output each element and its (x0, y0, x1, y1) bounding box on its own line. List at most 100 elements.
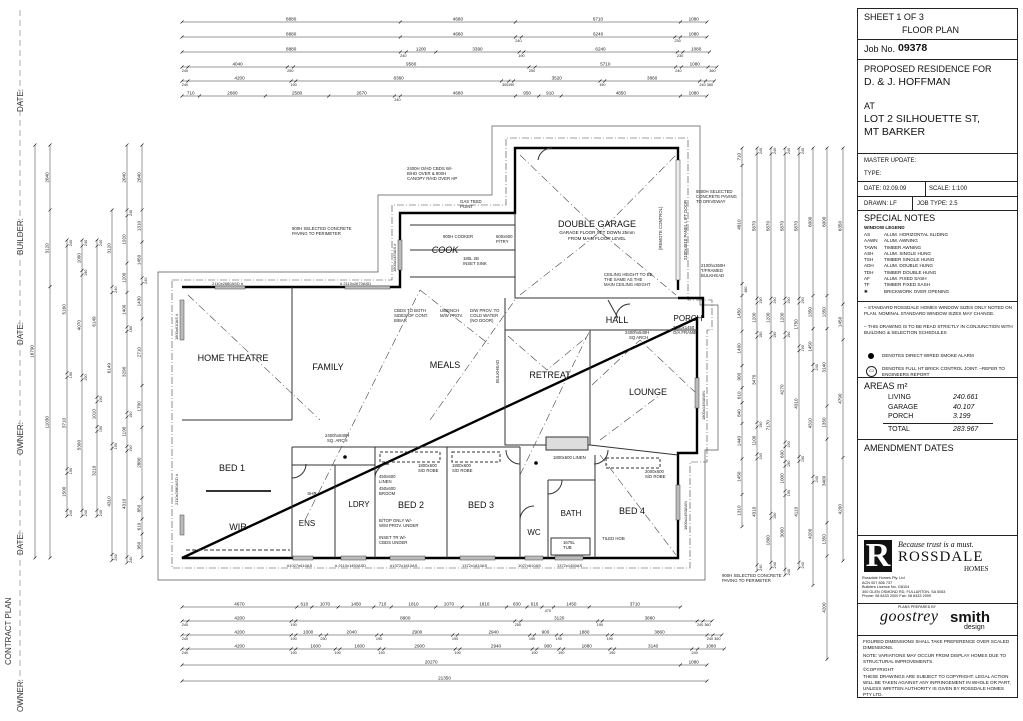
dimension-tick (705, 633, 709, 637)
scale-value: SCALE: 1:100 (929, 186, 968, 192)
dimension-label: 240 (182, 623, 188, 627)
dimension-label: 8880 (286, 32, 297, 37)
dimension-tick (95, 400, 99, 404)
dimension-tick (80, 244, 84, 248)
address-line-1: LOT 2 SILHOUETTE ST, (864, 113, 980, 125)
dimension-tick (610, 633, 614, 637)
dimension-tick (455, 633, 460, 637)
dimension-tick (707, 50, 712, 54)
legend-desc: ALUM. FIXED SASH (884, 276, 927, 282)
dimension-tick (705, 679, 709, 683)
dimension-tick (706, 65, 710, 69)
dimension-tick (527, 633, 532, 637)
dimension-label: 2900 (414, 644, 425, 649)
dimension-tick (511, 79, 516, 83)
dimension-tick (186, 79, 190, 83)
dimension-tick (705, 94, 709, 98)
dimension-label: 250 (515, 623, 521, 627)
dimension-label: 3290 (122, 366, 127, 377)
window-label: 1800x1450AWN (701, 391, 706, 420)
designer-logo-1: goostrey (880, 608, 939, 625)
dimension-tick (125, 449, 129, 453)
dimension-tick (180, 679, 184, 683)
paving-outline (171, 137, 713, 569)
dimension-label: 950 (137, 541, 142, 549)
dimension-tick (80, 373, 84, 377)
dimension-label: 11030 (45, 416, 50, 429)
dimension-tick (678, 20, 683, 24)
dimension-tick (294, 79, 298, 83)
dimension-label: 610 (137, 522, 142, 530)
dimension-tick (110, 442, 114, 446)
dimension-tick (95, 395, 99, 399)
dimension-label: 710 (379, 602, 387, 607)
dimension-tick (595, 619, 600, 623)
window-label: # 2110x2670ASD (340, 281, 371, 286)
legend-desc: TIMBER AWNING (884, 244, 922, 250)
window-label: 1027x610AS (518, 563, 541, 568)
room-ens: ENS (299, 519, 315, 528)
dimension-tick (740, 146, 744, 150)
dimension-tick (841, 338, 845, 342)
dimension-label: 3860 (647, 76, 658, 81)
dimension-label: 1350 (822, 307, 827, 318)
window-label: 1372x1450AS (557, 563, 582, 568)
dimension-tick (811, 327, 815, 331)
legend-desc: ALUM. AWNING (884, 238, 918, 244)
dimension-tick (769, 152, 773, 156)
dimension-tick (703, 79, 708, 83)
control-joint-note: DENOTES FULL HT BRICK CONTROL JOINT. –RE… (882, 366, 1005, 377)
dimension-tick (451, 633, 455, 637)
dimension-label: 8880 (286, 17, 297, 22)
dimension-tick (517, 50, 521, 54)
dimension-label: 1810 (408, 602, 419, 607)
dimension-label: 190 (787, 332, 791, 338)
dimension-tick (95, 429, 99, 433)
dimension-label: 3520 (552, 76, 563, 81)
legend-desc: TIMBER FIXED SASH (884, 282, 930, 288)
dimension-tick (740, 282, 744, 286)
roof-lines (187, 154, 696, 556)
dimension-label: 240 (815, 364, 819, 370)
dimension-tick (125, 329, 129, 334)
dimension-tick (600, 619, 604, 623)
dimension-tick (740, 457, 744, 461)
dimension-tick (811, 368, 815, 373)
dimension-label: 9580 (406, 62, 417, 67)
dimension-label: 470 (545, 609, 551, 613)
dimension-tick (530, 647, 534, 651)
dimension-tick (125, 555, 129, 559)
dimension-label: 5300 (77, 440, 82, 451)
dimension-label: 2580 (292, 91, 303, 96)
dimension-label: 1200 (780, 312, 785, 323)
dimension-tick (797, 348, 801, 353)
window-label: 1800x1450AWN (683, 501, 688, 530)
dimension-label: 710 (737, 152, 742, 160)
dimension-tick (48, 556, 52, 560)
dimension-tick (797, 560, 801, 565)
dimension-label: 1750 (794, 319, 799, 330)
sheet-title: FLOOR PLAN (902, 25, 960, 35)
dimension-tick (695, 647, 700, 651)
dimension-label: 610 (531, 602, 539, 607)
job-no: 09378 (898, 42, 928, 54)
dimension-label: 4200 (822, 602, 827, 613)
dimension-tick (755, 452, 759, 456)
dimension-label: 1810 (479, 602, 490, 607)
total-label: TOTAL (888, 426, 910, 433)
dimension-tick (769, 566, 773, 570)
legend-code: ASH (864, 250, 874, 256)
dimension-tick (740, 492, 744, 497)
dimension-label: 16790 (30, 345, 35, 358)
dimension-label: 190 (290, 637, 296, 641)
dimension-tick (372, 605, 376, 609)
dimension-tick (783, 440, 787, 444)
dimension-tick (110, 290, 114, 295)
amendment-dates-heading: AMENDMENT DATES (864, 443, 954, 453)
dimension-tick (783, 152, 787, 156)
dimension-tick (710, 619, 714, 623)
